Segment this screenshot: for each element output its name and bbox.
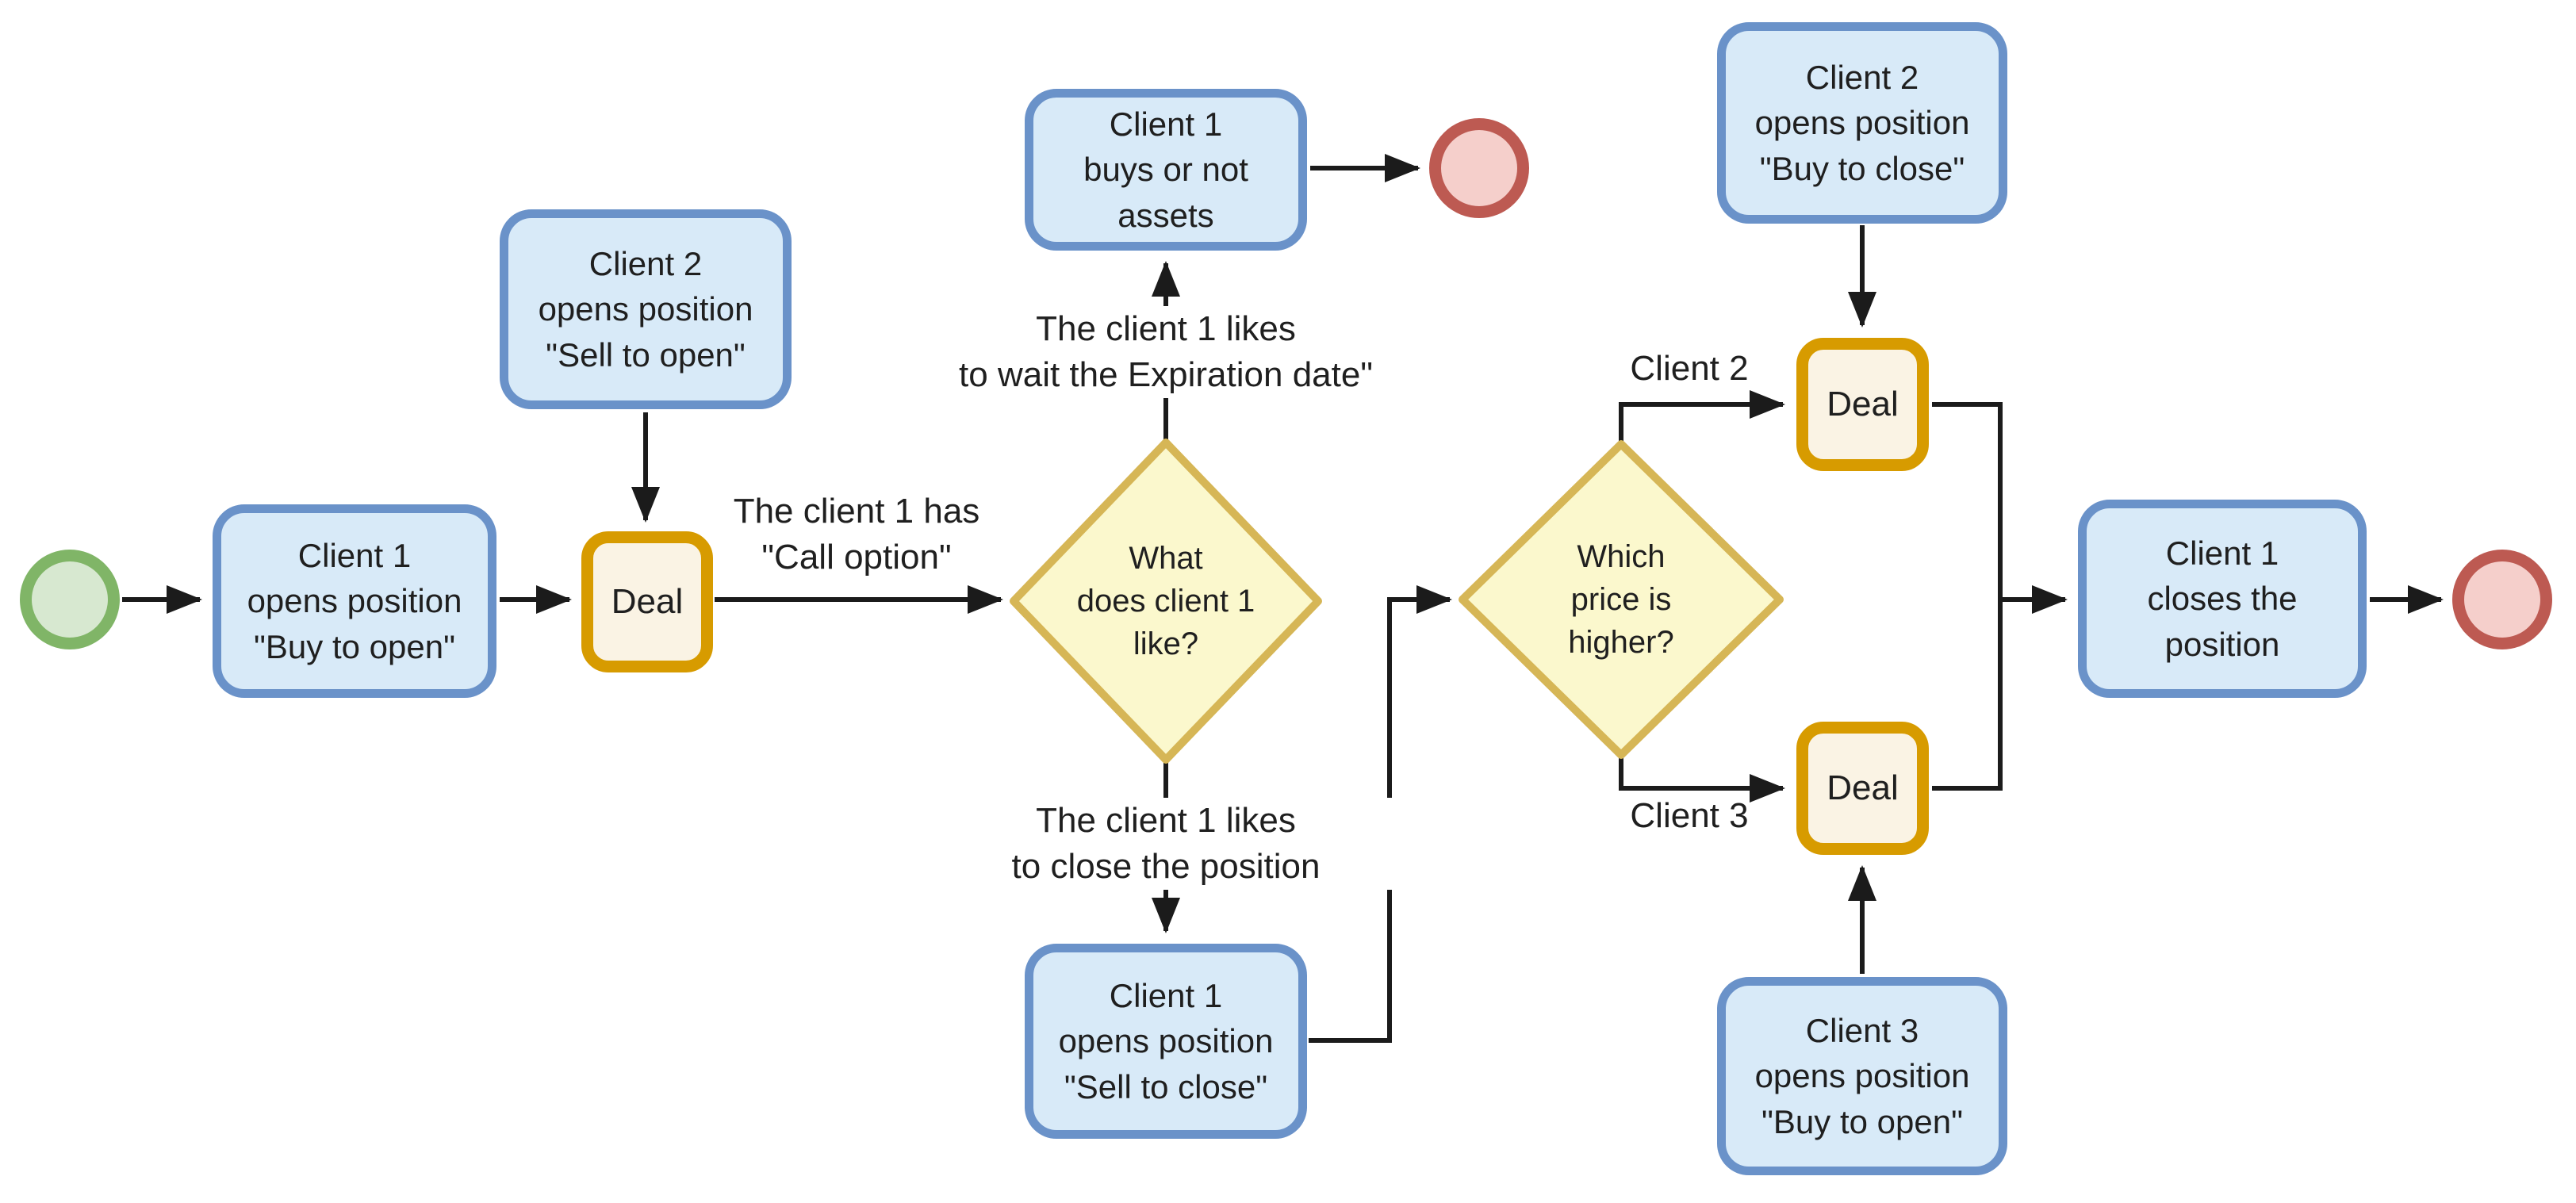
edge-label-client2: Client 2: [1630, 349, 1749, 388]
decision1-text-wrap: What does client 1 like?: [1023, 522, 1309, 680]
deal-box-2[interactable]: Deal: [1796, 338, 1929, 471]
task-client1-buy-to-open-label: Client 1 opens position "Buy to open": [247, 537, 462, 665]
decision2-text-wrap: Which price is higher?: [1478, 520, 1764, 679]
end-event-circle-right[interactable]: [2452, 550, 2552, 649]
deal-box-3[interactable]: Deal: [1796, 722, 1929, 855]
flow-deal3-to-merge: [1932, 600, 2003, 791]
task-client2-sell-to-open[interactable]: Client 2 opens position "Sell to open": [500, 209, 792, 409]
deal-box-2-label: Deal: [1827, 385, 1899, 424]
decision-what-does-client1-like[interactable]: [1010, 439, 1322, 764]
task-client2-buy-to-close[interactable]: Client 2 opens position "Buy to close": [1717, 22, 2007, 224]
decision2-label: Which price is higher?: [1568, 539, 1674, 660]
decision1-label: What does client 1 like?: [1076, 541, 1255, 661]
flow-decision2-to-deal3: [1619, 758, 1785, 803]
task-client1-buys-or-not-assets[interactable]: Client 1 buys or not assets: [1025, 89, 1307, 251]
deal-box-1[interactable]: Deal: [581, 531, 713, 672]
deal-box-1-label: Deal: [611, 582, 684, 622]
task-client2-sell-to-open-label: Client 2 opens position "Sell to open": [538, 245, 753, 374]
edge-label-call-option: The client 1 has "Call option": [733, 492, 980, 577]
flow-decision2-to-deal2: [1619, 390, 1785, 441]
edge-label-close-position: The client 1 likes to close the position: [928, 798, 1404, 891]
task-client3-buy-to-open[interactable]: Client 3 opens position "Buy to open": [1717, 977, 2007, 1175]
deal-box-3-label: Deal: [1827, 768, 1899, 808]
task-client1-closes-position[interactable]: Client 1 closes the position: [2078, 500, 2367, 698]
decision-which-price-is-higher[interactable]: [1459, 440, 1784, 759]
edge-label-client3: Client 3: [1630, 796, 1749, 835]
edge-label-wait-expiration: The client 1 likes to wait the Expiratio…: [888, 306, 1443, 399]
task-client1-sell-to-close-label: Client 1 opens position "Sell to close": [1058, 977, 1274, 1105]
task-client1-buys-or-not-assets-label: Client 1 buys or not assets: [1083, 105, 1248, 234]
task-client2-buy-to-close-label: Client 2 opens position "Buy to close": [1754, 59, 1970, 187]
flow-deal2-to-closes-box: [1932, 402, 2068, 614]
task-client1-closes-position-label: Client 1 closes the position: [2147, 534, 2298, 663]
task-client1-buy-to-open[interactable]: Client 1 opens position "Buy to open": [213, 504, 496, 698]
end-event-circle-top[interactable]: [1429, 118, 1529, 218]
task-client3-buy-to-open-label: Client 3 opens position "Buy to open": [1754, 1012, 1970, 1140]
start-event-circle[interactable]: [20, 550, 120, 649]
task-client1-sell-to-close[interactable]: Client 1 opens position "Sell to close": [1025, 944, 1307, 1139]
